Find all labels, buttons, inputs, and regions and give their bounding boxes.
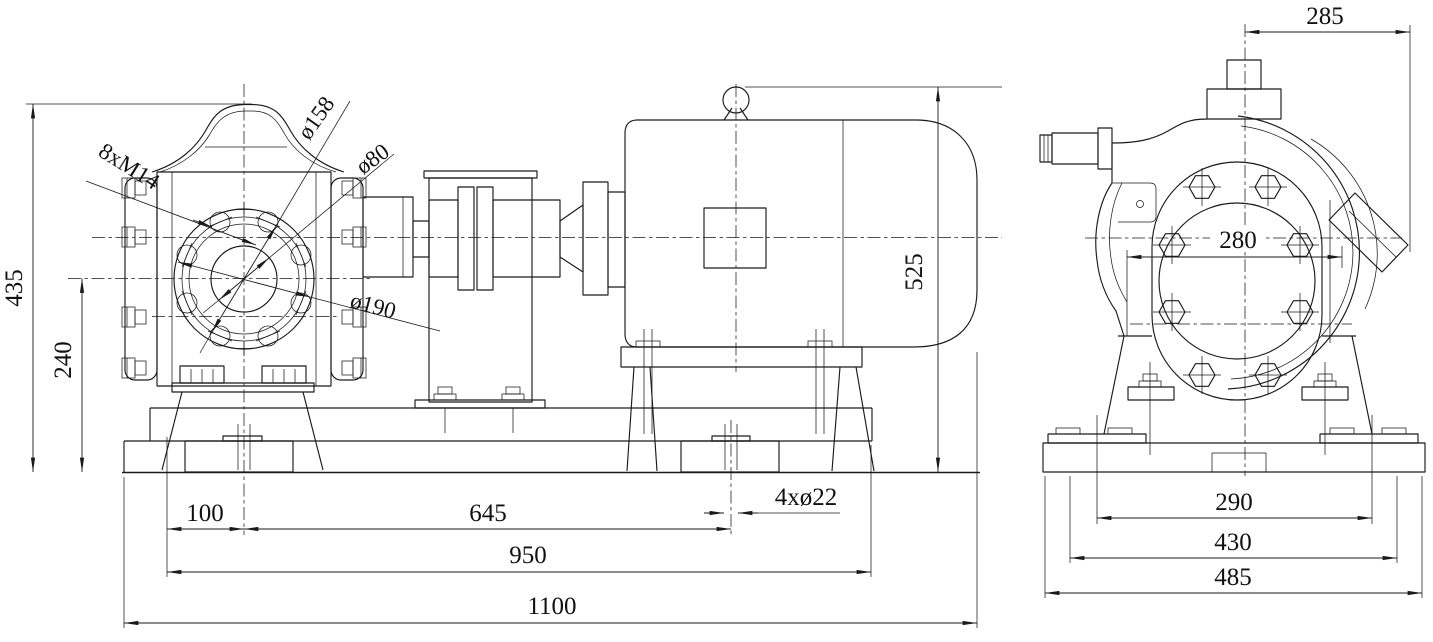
- dim-base-width: 485: [1214, 564, 1252, 591]
- dim-bore: ø80: [351, 139, 394, 180]
- dim-bolt-circle: ø158: [293, 92, 340, 144]
- end-view: 285 280 290 430 485: [1039, 3, 1426, 598]
- dim-foot-outer: 430: [1214, 529, 1252, 556]
- dim-motor-height: 525: [901, 253, 928, 291]
- dim-base-length: 1100: [527, 593, 576, 620]
- coupling-guard: [414, 170, 626, 433]
- end-dimensions: 285 280 290 430 485: [1044, 3, 1423, 598]
- dim-flange-od: ø190: [348, 288, 399, 324]
- end-cover: [1151, 161, 1323, 401]
- dim-center-to-flange: 285: [1306, 3, 1344, 30]
- discharge-flange: [1328, 192, 1409, 273]
- dim-center-height: 240: [50, 341, 77, 379]
- dim-foot-inner: 290: [1215, 489, 1253, 516]
- dim-foot-spacing: 645: [469, 500, 507, 527]
- side-view: 435 240 525 8xM14 ø158 ø80 ø190: [1, 84, 1002, 628]
- side-dimensions: 435 240 525 8xM14 ø158 ø80 ø190: [1, 86, 1002, 628]
- terminal-box: [703, 207, 767, 269]
- dim-flange-bolts: 8xM14: [94, 138, 164, 195]
- pump-end: [1039, 59, 1409, 455]
- lifting-eye: [722, 86, 750, 114]
- centerlines: [68, 84, 1002, 535]
- dim-port-span: 280: [1219, 227, 1257, 254]
- end-base: [1042, 427, 1426, 473]
- motor: [620, 86, 978, 472]
- dim-base-span: 950: [509, 542, 547, 569]
- baseplate: [122, 407, 980, 474]
- dim-anchor-holes: 4xø22: [775, 484, 838, 511]
- dim-foot-offset: 100: [186, 500, 224, 527]
- dim-overall-height: 435: [1, 269, 28, 307]
